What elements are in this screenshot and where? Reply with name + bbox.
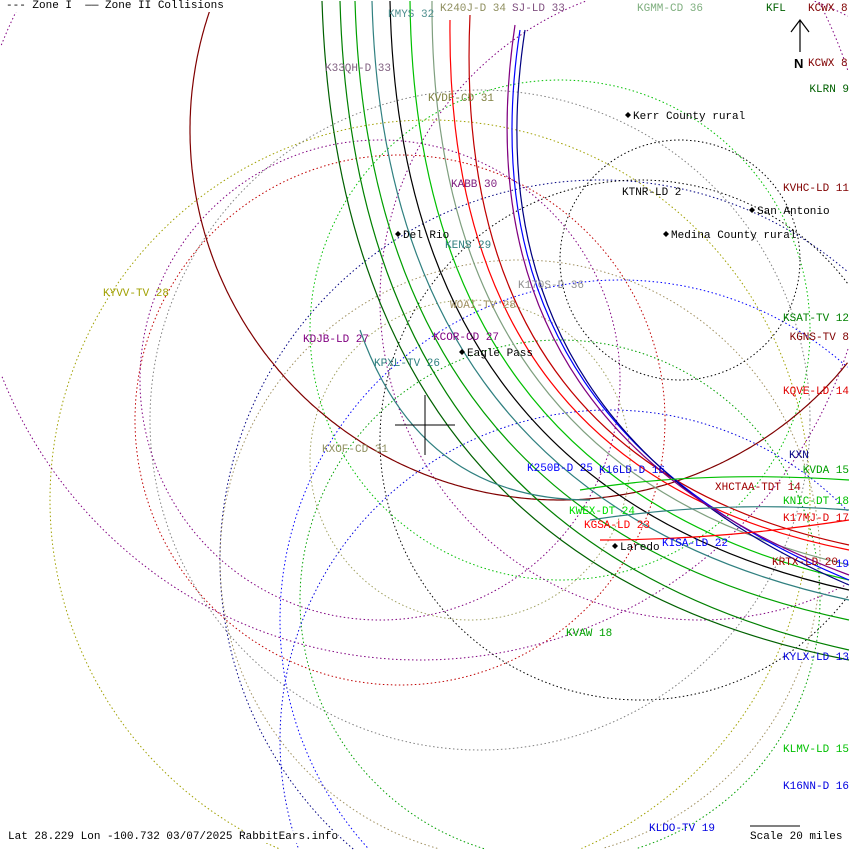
zone2-contour [189,3,848,501]
status-readout: Lat 28.229 Lon -100.732 03/07/2025 Rabbi… [8,831,339,843]
zone1-contour [279,279,848,848]
station-label: KGSA-LD 23 [584,520,650,532]
scale-label: Scale 20 miles [750,831,843,843]
zone2-contour [409,0,850,581]
station-label: KNIC-DT 18 [783,496,849,508]
zone1-contour [219,179,848,850]
zone2-contour [449,19,850,551]
zone1-contour [379,179,849,701]
city-label: Del Rio [403,230,449,242]
station-label: KYVV-TV 28 [103,288,169,300]
city-marker-icon [663,231,669,237]
zone2-contour [589,506,850,521]
zone1-contour [149,89,811,751]
station-label: KVDA 15 [803,465,849,477]
station-label: KTNR-LD 2 [622,187,681,199]
zone1-contour [49,119,811,849]
station-label: K17MJ-D 17 [783,513,849,525]
zone2-contour [339,0,850,651]
station-label: SJ-LD 33 [512,3,565,15]
zone2-contour [321,0,850,661]
legend: --- Zone I —— Zone II Collisions [6,0,224,12]
station-label: KENS 29 [445,240,491,252]
station-label: K170S-D 36 [518,280,584,292]
zone1-contour [559,139,801,381]
zone1-contour [134,154,666,686]
station-label: K33QH-D 33 [325,63,391,75]
station-label: K16NN-D 16 [783,781,849,793]
station-label: KPXL-TV 26 [374,358,440,370]
city-label: Laredo [620,542,660,554]
zone1-contour [279,409,848,848]
station-label: XHCTAA-TDT 14 [715,482,801,494]
station-label: K16LD-D 16 [599,465,665,477]
station-label: KVHC-LD 11 [783,183,849,195]
station-label: KCWX 8 [808,3,848,15]
north-arrow-icon [790,19,810,52]
zone2-contour [371,0,850,601]
station-label: KCOR-CD 27 [433,332,499,344]
station-label: KLDO-TV 19 [649,823,715,835]
city-marker-icon [749,207,755,213]
station-label: K250B-D 25 [527,463,593,475]
legend-zone2: —— Zone II Collisions [85,0,224,12]
zone2-contour [599,519,850,541]
station-label: KLMV-LD 15 [783,744,849,756]
station-label: KFL [766,3,786,15]
city-label: San Antonio [757,206,830,218]
zone2-contour [359,329,591,501]
station-label: KVAW 18 [566,628,612,640]
station-label: KRTX-LD 20 [772,557,838,569]
zone2-contour [579,476,850,491]
zone1-contour [139,139,621,621]
city-marker-icon [625,112,631,118]
station-label: KDJB-LD 27 [303,334,369,346]
station-label: KABB 30 [451,179,497,191]
zone1-contour [379,0,849,621]
station-label: KMYS 32 [388,9,434,21]
station-label: KXN [789,450,809,462]
zone1-contour [309,79,811,581]
zone2-contour [354,0,850,621]
city-label: Medina County rural [671,230,796,242]
zone2-contour [506,24,850,576]
station-label: KVDF-CD 31 [428,93,494,105]
city-label: Eagle Pass [467,348,533,360]
zone2-contour [431,0,850,566]
zone1-contour [219,259,821,849]
station-label: KGMM-CD 36 [637,3,703,15]
station-label: KISA-LD 22 [662,538,728,550]
station-label: KCWX 8 [808,58,848,70]
zone2-contour [389,0,850,591]
legend-zone1: --- Zone I [6,0,73,12]
station-label: KXOF-CD 31 [322,444,388,456]
station-label: KQVE-LD 14 [783,386,849,398]
zone2-contour [468,14,850,546]
station-label: KWEX-DT 24 [569,506,635,518]
compass-label: N [794,56,803,71]
station-label: 19 [836,559,849,571]
city-marker-icon [459,349,465,355]
city-marker-icon [612,543,618,549]
station-label: KGNS-TV 8 [790,332,849,344]
city-marker-icon [395,231,401,237]
zone1-contour [299,339,821,850]
zone1-contour [0,1,849,661]
station-label: KSAT-TV 12 [783,313,849,325]
station-label: KYLX-LD 13 [783,652,849,664]
station-label: K240J-D 34 [440,3,506,15]
station-label: WOAI-TV 28 [450,300,516,312]
station-label: KLRN 9 [809,84,849,96]
city-label: Kerr County rural [633,111,745,123]
